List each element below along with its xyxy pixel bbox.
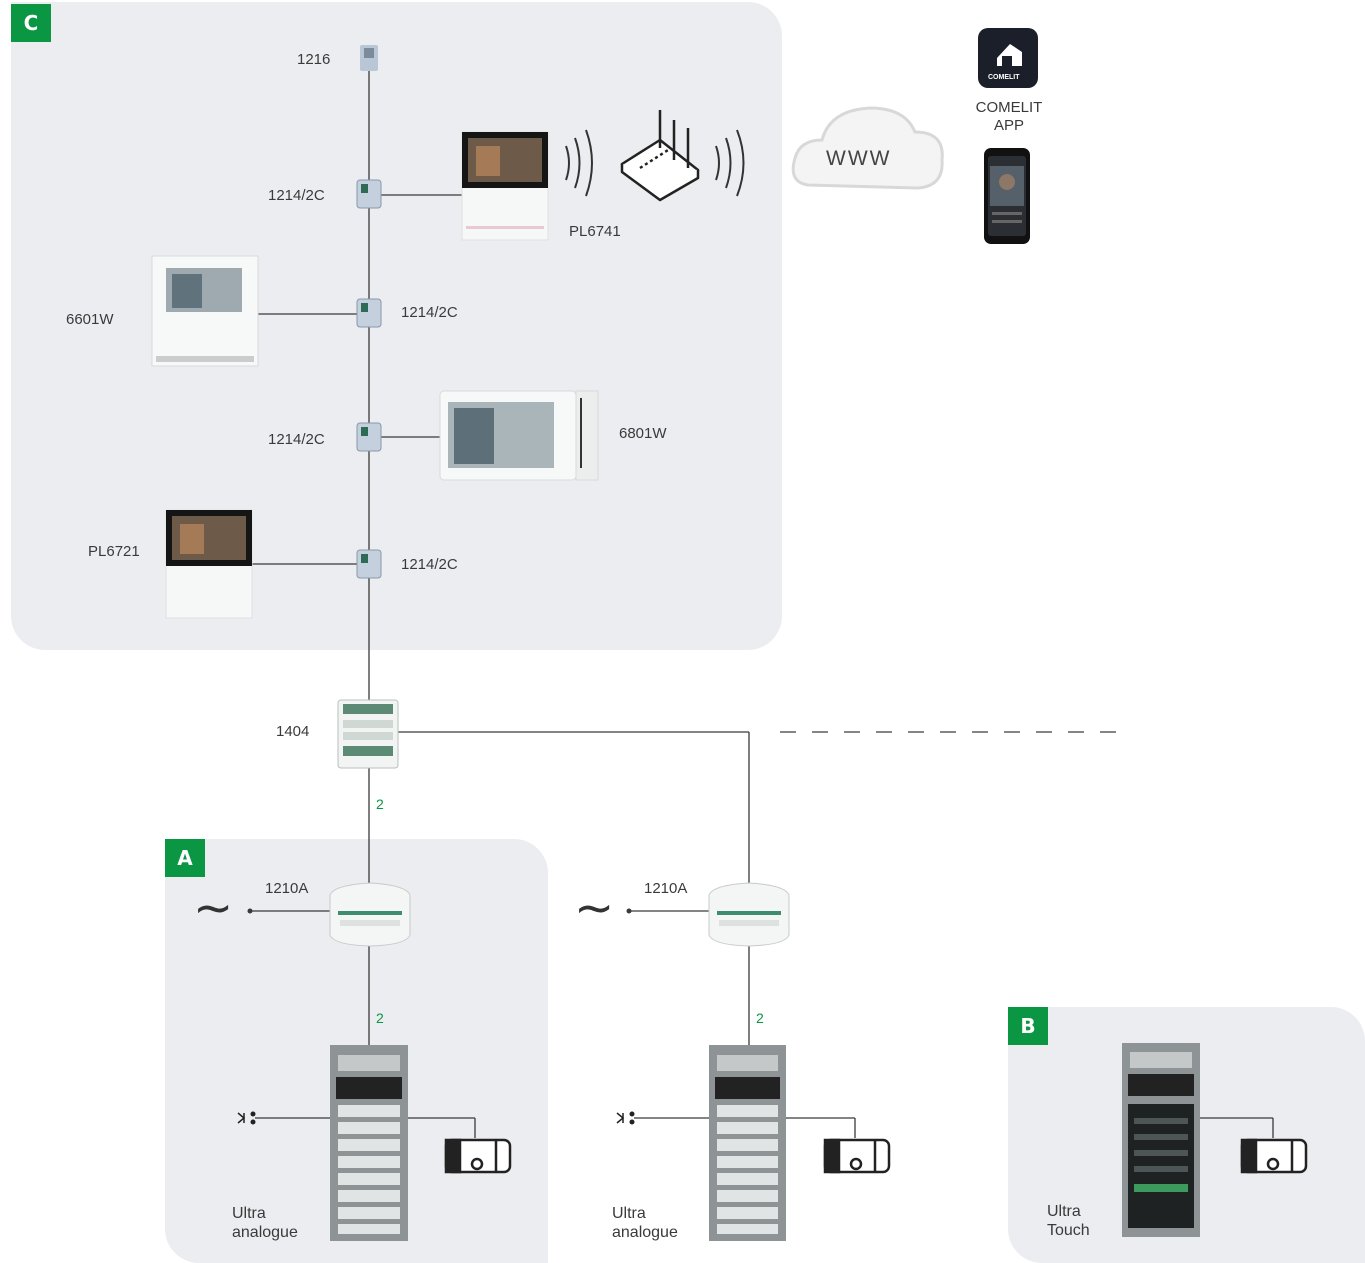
- app-name-label: COMELIT APP: [975, 99, 1043, 134]
- splitter-1214-b: [356, 298, 382, 328]
- lock-icon: [823, 1138, 891, 1174]
- psu-left-shape: [329, 882, 411, 947]
- wire-count-label: 2: [756, 1010, 764, 1026]
- door-button-icon: [237, 1111, 256, 1125]
- label-6801w: 6801W: [619, 425, 667, 442]
- zone-c-badge: C: [11, 4, 51, 42]
- label-1214-2c-pl6721: 1214/2C: [401, 556, 458, 573]
- label-1210a-left: 1210A: [265, 880, 309, 897]
- power-symbol-right: ~: [574, 880, 615, 936]
- router-icon: [620, 110, 700, 202]
- splitter-1214-c: [356, 422, 382, 452]
- monitor-pl6741-shape: [461, 131, 549, 241]
- panel-touch-shape: [1122, 1043, 1200, 1237]
- cloud-label: WWW: [826, 147, 892, 170]
- app-icon: [978, 28, 1038, 88]
- label-1214-2c-top: 1214/2C: [268, 187, 325, 204]
- label-ultra-touch: Ultra Touch: [1047, 1203, 1090, 1239]
- cloud-icon: [791, 106, 944, 190]
- splitter-1214-d: [356, 549, 382, 579]
- wire-count-label: 2: [376, 796, 384, 812]
- label-pl6721: PL6721: [88, 543, 140, 560]
- monitor-pl6721-shape: [165, 509, 253, 619]
- smartphone-icon: [984, 148, 1030, 244]
- wifi-waves-icon: [565, 129, 745, 197]
- panel-left-shape: [330, 1045, 408, 1241]
- label-6601w: 6601W: [66, 311, 114, 328]
- label-1404: 1404: [276, 723, 310, 740]
- label-ultra-analogue-left: Ultra analogue: [232, 1205, 298, 1241]
- lock-icon: [1240, 1138, 1308, 1174]
- power-symbol-left: ~: [193, 880, 234, 936]
- monitor-6601w-shape: [151, 255, 259, 367]
- zone-a-badge: A: [165, 839, 205, 877]
- wire-count-label: 2: [376, 1010, 384, 1026]
- psu-right-shape: [708, 882, 790, 947]
- app-icon-text: COMELIT: [988, 74, 1020, 81]
- distributor-1404-shape: [337, 699, 399, 769]
- zone-b-badge: B: [1008, 1007, 1048, 1045]
- zone-c: [11, 2, 782, 650]
- label-1214-2c-6601w: 1214/2C: [401, 304, 458, 321]
- door-button-icon: [616, 1111, 635, 1125]
- label-ultra-analogue-middle: Ultra analogue: [612, 1205, 678, 1241]
- label-pl6741: PL6741: [569, 223, 621, 240]
- splitter-icon-1216: [360, 45, 378, 71]
- monitor-6801w-shape: [439, 390, 599, 481]
- label-1214-2c-6801w: 1214/2C: [268, 431, 325, 448]
- label-1216: 1216: [297, 51, 331, 68]
- label-1210a-right: 1210A: [644, 880, 688, 897]
- lock-icon: [444, 1138, 512, 1174]
- panel-middle-shape: [709, 1045, 786, 1241]
- splitter-1214-a: [356, 179, 382, 209]
